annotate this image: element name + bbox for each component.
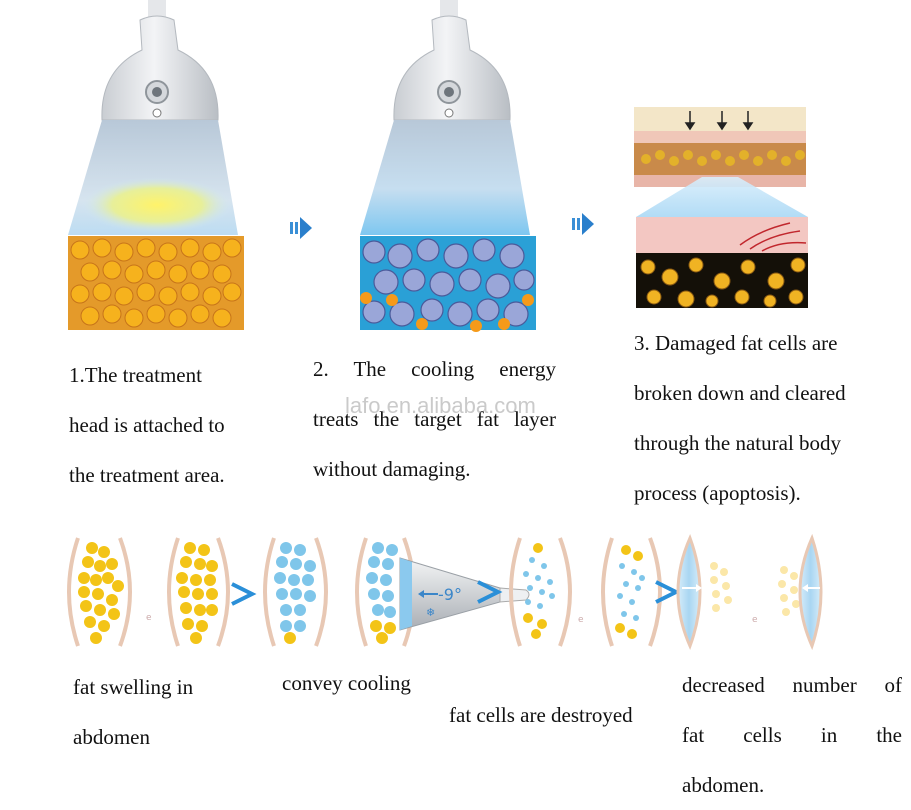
fat-cluster-cooled [263,537,328,647]
fat-cluster-reduced [676,534,732,650]
fat-swelling-caption: fat swelling in abdomen [73,662,273,762]
caption-line: abdomen [73,725,150,749]
fat-cluster-destroyed [509,537,572,647]
caption-line: through the natural body [634,431,842,455]
fat-cluster-destroyed [601,537,662,647]
treatment-head-image [68,0,244,330]
chevron-right-icon [477,580,503,604]
snowflake-icon: ❄ [426,606,435,619]
caption-line: abdomen. [682,773,765,797]
caption-line: broken down and cleared [634,381,846,405]
caption-line: convey cooling [282,671,411,695]
caption-line: 1.The treatment [69,363,202,387]
caption-line: 3. Damaged fat cells are [634,331,838,355]
next-step-arrow-icon [572,213,594,235]
step-1-caption: 1.The treatment head is attached to the … [69,350,284,500]
watermark: lafo.en.alibaba.com [345,393,536,418]
cooling-energy-image [360,0,536,332]
caption-line: the treatment area. [69,463,225,487]
caption-line: decreased number of [682,673,902,697]
caption-line: fat cells in the [682,723,902,747]
caption-line: treats the target fat layer [313,407,556,431]
next-step-arrow-icon [290,217,312,239]
chevron-right-icon [231,582,257,606]
caption-line: process (apoptosis). [634,481,801,505]
caption-line: without damaging. [313,457,471,481]
cells-destroyed-caption: fat cells are destroyed [449,690,674,740]
fat-cluster-reduced [778,533,823,651]
fat-cluster-with-cooling-probe: -9° ❄ [355,537,530,647]
step-2-caption: 2. The cooling energy treats the target … [313,344,556,494]
decreased-cells-caption: decreased number of fat cells in the abd… [682,660,902,810]
caption-line: head is attached to [69,413,225,437]
fat-reduction-process-diagram: e [67,533,823,651]
caption-line: 2. The cooling energy [313,357,556,381]
fat-breakdown-image [634,107,808,308]
svg-text:e: e [578,615,584,625]
fat-cluster-swollen [167,537,230,647]
caption-line: fat swelling in [73,675,194,699]
svg-text:e: e [752,615,758,625]
convey-cooling-caption: convey cooling [282,658,462,708]
temperature-label: -9° [438,585,462,604]
chevron-right-icon [655,580,681,604]
svg-text:e: e [146,613,152,623]
fat-cluster-swollen [67,537,132,647]
caption-line: fat cells are destroyed [449,703,633,727]
step-3-caption: 3. Damaged fat cells are broken down and… [634,318,894,518]
